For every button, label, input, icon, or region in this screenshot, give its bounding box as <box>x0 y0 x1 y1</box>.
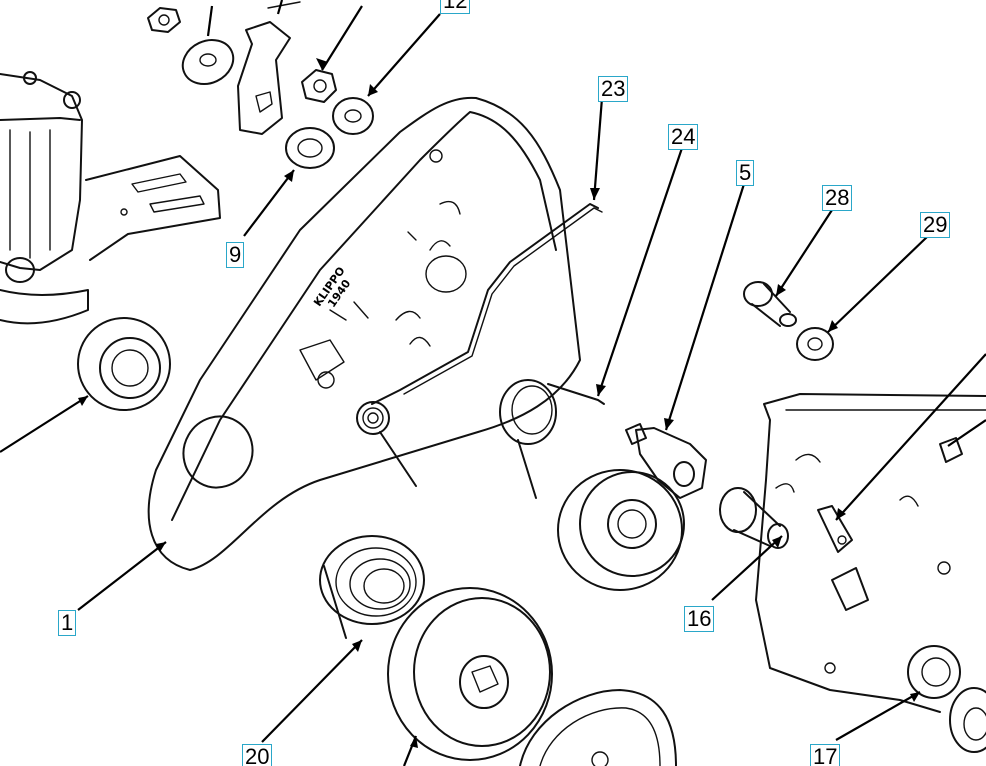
motor-assembly <box>0 71 221 325</box>
pulley-5 <box>557 423 707 591</box>
main-plate <box>147 96 581 571</box>
spring-wire-23 <box>356 203 603 487</box>
callout-29: 29 <box>920 212 951 238</box>
nut-middle <box>301 69 337 103</box>
nut-top-left <box>147 7 181 33</box>
washer-top <box>181 39 235 85</box>
bolt-28 <box>743 281 797 327</box>
callout-24: 24 <box>668 124 699 150</box>
callout-16: 16 <box>684 606 715 632</box>
washer-9 <box>285 127 335 169</box>
callout-20: 20 <box>242 744 273 766</box>
washer-12 <box>332 97 374 135</box>
cone-spring-20 <box>319 535 425 639</box>
callout-17: 17 <box>810 744 841 766</box>
shoulder-bolt <box>817 505 853 553</box>
callout-23: 23 <box>598 76 629 102</box>
callout-1: 1 <box>58 610 77 636</box>
pulley-bottom-right <box>519 689 677 766</box>
right-bracket <box>755 393 986 713</box>
link-bracket <box>237 1 301 135</box>
washer-29 <box>796 327 834 361</box>
callout-9: 9 <box>226 242 245 268</box>
roller-17 <box>907 645 986 753</box>
callout-28: 28 <box>822 185 853 211</box>
bearing-left <box>77 317 171 411</box>
torsion-spring-24 <box>499 379 605 499</box>
large-pulley-bottom <box>387 587 553 761</box>
callout-5: 5 <box>736 160 755 186</box>
callout-12: 12 <box>440 0 471 14</box>
